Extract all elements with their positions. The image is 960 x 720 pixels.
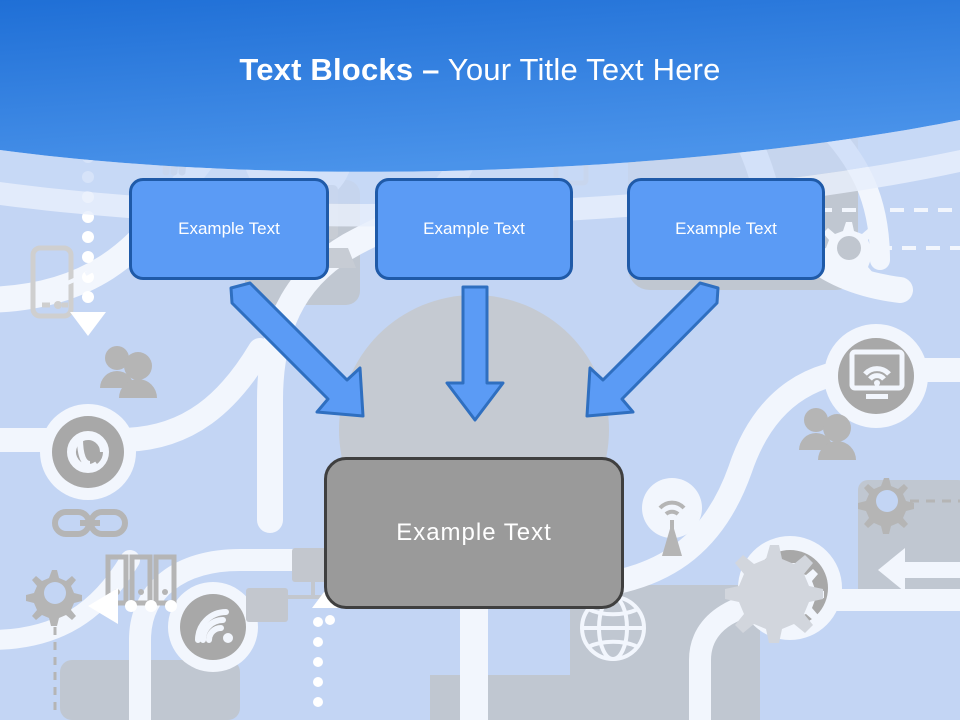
wifi-signal-icon <box>195 609 233 643</box>
arrow-dotted-left <box>88 588 177 624</box>
globe-icon <box>580 595 646 661</box>
text-block-1[interactable]: Example Text <box>129 178 329 280</box>
text-block-result[interactable]: Example Text <box>324 457 624 609</box>
binders-icon <box>105 554 177 606</box>
gear-icon <box>817 222 880 285</box>
gear-icon <box>26 570 82 626</box>
arrow-dotted-down <box>313 617 323 707</box>
monitor-wifi-icon <box>849 349 905 399</box>
text-block-result-label: Example Text <box>396 519 552 546</box>
antenna-icon <box>658 500 686 556</box>
at-circle-icon <box>67 431 109 473</box>
text-block-1-label: Example Text <box>178 219 280 238</box>
text-block-2[interactable]: Example Text <box>375 178 573 280</box>
text-block-3[interactable]: Example Text <box>627 178 825 280</box>
text-block-2-label: Example Text <box>423 219 525 238</box>
users-icon <box>799 408 856 460</box>
gear-icon <box>858 478 914 534</box>
arrow-left-large-icon <box>878 548 960 592</box>
users-icon <box>100 346 157 398</box>
link-chain-icon <box>52 509 128 537</box>
gear-icon <box>725 545 823 643</box>
text-block-3-label: Example Text <box>675 219 777 238</box>
